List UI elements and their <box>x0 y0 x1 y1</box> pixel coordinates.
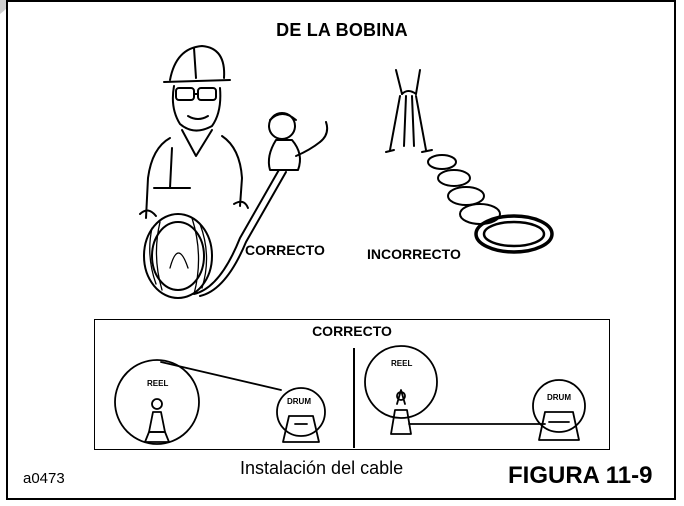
correct-uncoiling-illustration <box>139 45 329 299</box>
reel-label-right: REEL <box>391 359 412 368</box>
incorrect-uncoiling-illustration <box>385 69 554 254</box>
reel-top-payout-diagram: REEL DRUM <box>114 359 326 445</box>
panel-divider <box>353 348 355 448</box>
figure-caption: Instalación del cable <box>240 458 404 478</box>
correct-label: CORRECTO <box>245 242 325 258</box>
drum-label-right: DRUM <box>547 393 571 402</box>
reel-to-drum-panel: CORRECTO REEL DRUM REEL DRUM <box>94 319 610 450</box>
figure-number: FIGURA 11-9 <box>508 462 653 489</box>
image-code: a0473 <box>23 470 65 487</box>
figure-heading: DE LA BOBINA <box>276 20 408 40</box>
drum-label-left: DRUM <box>287 397 311 406</box>
reel-bottom-payout-diagram: REEL DRUM <box>364 345 586 441</box>
incorrect-label: INCORRECTO <box>367 246 461 262</box>
reel-label-left: REEL <box>147 379 168 388</box>
panel-title: CORRECTO <box>312 323 392 339</box>
